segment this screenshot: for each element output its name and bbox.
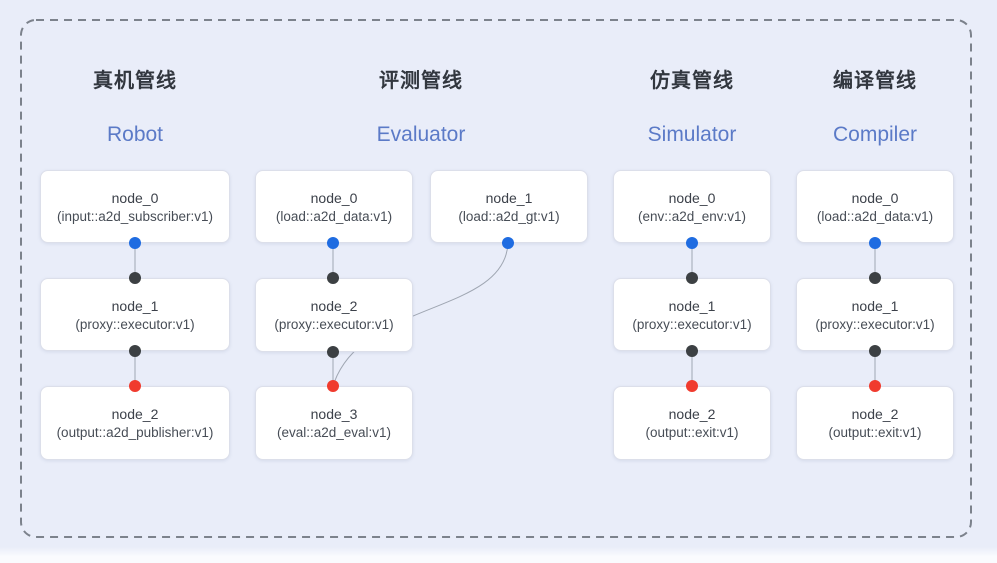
input-port-dot-red bbox=[686, 380, 698, 392]
node-box-simulator-0: node_0 (env::a2d_env:v1) bbox=[613, 170, 771, 243]
node-type: (output::exit:v1) bbox=[645, 425, 739, 440]
input-port-dot-dark bbox=[686, 272, 698, 284]
node-type: (input::a2d_subscriber:v1) bbox=[56, 208, 214, 224]
input-port-dot-red bbox=[869, 380, 881, 392]
node-name: node_1 bbox=[485, 189, 533, 206]
node-name: node_0 bbox=[668, 189, 716, 206]
node-name: node_0 bbox=[111, 189, 159, 206]
pipeline-title-en-compiler: Compiler bbox=[832, 123, 918, 146]
node-name: node_0 bbox=[310, 189, 358, 206]
node-box-simulator-1: node_1 (proxy::executor:v1) bbox=[613, 278, 771, 351]
input-port-dot-dark bbox=[129, 272, 141, 284]
node-name: node_2 bbox=[310, 298, 358, 314]
output-port-dot-dark bbox=[869, 345, 881, 357]
node-box-robot-1: node_1 (proxy::executor:v1) bbox=[40, 278, 230, 351]
input-port-dot-dark bbox=[327, 272, 339, 284]
pipeline-title-zh-compiler: 编译管线 bbox=[833, 70, 917, 92]
pipeline-title-en-simulator: Simulator bbox=[647, 123, 737, 146]
gt-to-eval-curve bbox=[332, 242, 509, 387]
input-port-dot-red bbox=[129, 380, 141, 392]
node-box-evaluator-2: node_2 (proxy::executor:v1) bbox=[255, 278, 413, 352]
node-name: node_2 bbox=[111, 406, 159, 422]
node-type: (load::a2d_gt:v1) bbox=[458, 208, 560, 224]
node-type: (eval::a2d_eval:v1) bbox=[276, 425, 392, 440]
node-type: (proxy::executor:v1) bbox=[632, 316, 752, 332]
node-box-evaluator-0: node_0 (load::a2d_data:v1) bbox=[255, 170, 413, 243]
node-type: (output::exit:v1) bbox=[828, 425, 922, 440]
node-name: node_1 bbox=[668, 297, 716, 314]
node-name: node_3 bbox=[310, 406, 358, 422]
output-port-dot-dark bbox=[129, 345, 141, 357]
node-box-robot-2: node_2 (output::a2d_publisher:v1) bbox=[40, 386, 230, 460]
node-type: (load::a2d_data:v1) bbox=[816, 208, 934, 224]
node-box-compiler-0: node_0 (load::a2d_data:v1) bbox=[796, 170, 954, 243]
pipeline-title-zh-evaluator: 评测管线 bbox=[379, 70, 463, 92]
pipeline-title-en-evaluator: Evaluator bbox=[376, 123, 466, 146]
node-name: node_2 bbox=[851, 406, 899, 422]
node-box-simulator-2: node_2 (output::exit:v1) bbox=[613, 386, 771, 460]
node-name: node_1 bbox=[111, 297, 159, 314]
node-type: (proxy::executor:v1) bbox=[75, 316, 195, 332]
output-port-dot-dark bbox=[327, 346, 339, 358]
pipeline-title-zh-robot: 真机管线 bbox=[93, 70, 177, 92]
node-type: (proxy::executor:v1) bbox=[815, 316, 935, 332]
node-box-compiler-1: node_1 (proxy::executor:v1) bbox=[796, 278, 954, 351]
input-port-dot-dark bbox=[869, 272, 881, 284]
node-box-compiler-2: node_2 (output::exit:v1) bbox=[796, 386, 954, 460]
pipeline-title-en-robot: Robot bbox=[106, 123, 164, 146]
output-port-dot-blue bbox=[502, 237, 514, 249]
node-box-evaluator-3: node_3 (eval::a2d_eval:v1) bbox=[255, 386, 413, 460]
output-port-dot-dark bbox=[686, 345, 698, 357]
pipeline-title-zh-simulator: 仿真管线 bbox=[650, 70, 734, 92]
node-type: (env::a2d_env:v1) bbox=[637, 208, 747, 224]
output-port-dot-blue bbox=[686, 237, 698, 249]
input-port-dot-red bbox=[327, 380, 339, 392]
node-box-robot-0: node_0 (input::a2d_subscriber:v1) bbox=[40, 170, 230, 243]
output-port-dot-blue bbox=[869, 237, 881, 249]
node-name: node_0 bbox=[851, 189, 899, 206]
node-name: node_1 bbox=[851, 297, 899, 314]
node-name: node_2 bbox=[668, 406, 716, 422]
output-port-dot-blue bbox=[327, 237, 339, 249]
node-type: (load::a2d_data:v1) bbox=[275, 208, 393, 224]
output-port-dot-blue bbox=[129, 237, 141, 249]
node-box-evaluator-1: node_1 (load::a2d_gt:v1) bbox=[430, 170, 588, 243]
bottom-fade bbox=[0, 547, 997, 563]
node-type: (output::a2d_publisher:v1) bbox=[56, 425, 214, 440]
node-type: (proxy::executor:v1) bbox=[274, 317, 394, 332]
